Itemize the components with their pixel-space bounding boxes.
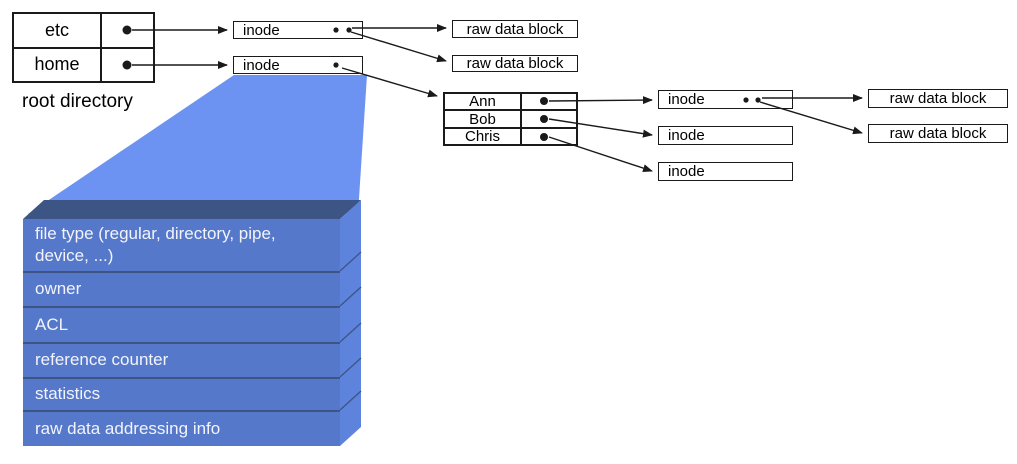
slab-side-separators [339,251,362,411]
raw-data-block: raw data block [452,20,578,38]
root-directory-caption: root directory [22,91,133,112]
inode-detail-stack: file type (regular, directory, pipe, dev… [23,219,340,446]
inode-box-etc: inode [233,21,363,39]
root-directory-table: etc home [12,12,155,83]
table-row: Ann [445,93,576,111]
entry-name: Chris [464,127,500,145]
entry-name: Ann [469,93,496,111]
entry-pointer-cell [520,111,576,127]
slab-top-face [23,200,361,219]
home-directory-table: Ann Bob Chris [443,92,578,146]
table-row: etc [14,14,153,47]
inode-box-ann: inode [658,90,793,109]
entry-pointer-cell [100,14,153,47]
raw-data-block: raw data block [868,124,1008,143]
inode-field: statistics [23,377,340,410]
table-row: Chris [445,126,576,145]
slab-side-face [340,200,361,446]
arrow-inode-to-rawblock-2 [350,31,447,63]
inode-field: file type (regular, directory, pipe, dev… [23,219,340,271]
entry-pointer-cell [520,128,576,144]
entry-name: home [34,54,80,75]
inode-field: raw data addressing info [23,410,340,446]
inode-box-home: inode [233,56,363,74]
inode-field: ACL [23,306,340,342]
raw-data-block: raw data block [452,55,578,72]
entry-name: Bob [469,110,496,128]
entry-pointer-cell [100,48,153,81]
inode-field: owner [23,271,340,306]
entry-name: etc [44,19,69,40]
table-row: Bob [445,109,576,128]
inode-box-chris: inode [658,162,793,181]
table-row: home [14,46,153,81]
inode-box-bob: inode [658,126,793,145]
inode-field: reference counter [23,342,340,377]
raw-data-block: raw data block [868,89,1008,108]
entry-pointer-cell [520,94,576,110]
